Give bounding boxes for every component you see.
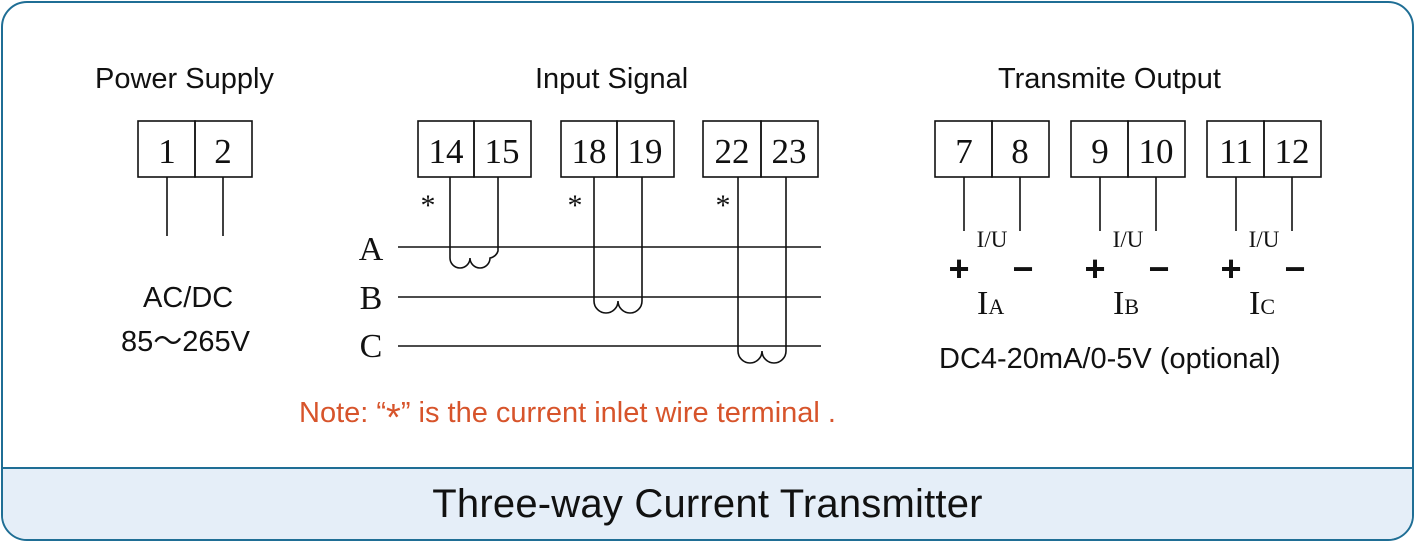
ct-loop-a: [449, 177, 499, 269]
terminal-label: 19: [628, 132, 663, 171]
terminal-label: 15: [485, 132, 520, 171]
minus-sign: −: [1012, 248, 1033, 289]
phase-label-b: B: [360, 280, 383, 317]
power-voltage-text: 85～265V: [121, 326, 250, 358]
plus-sign: +: [948, 248, 969, 289]
terminal-box-23: [760, 120, 819, 178]
inlet-mark: *: [716, 189, 731, 222]
io-label: I/U: [1113, 227, 1144, 252]
note-asterisk: *: [386, 397, 401, 439]
output-spec-text: DC4-20mA/0-5V (optional): [939, 343, 1281, 375]
terminal-label: 18: [572, 132, 607, 171]
note-text: Note: “*” is the current inlet wire term…: [299, 397, 836, 439]
io-label: I/U: [977, 227, 1008, 252]
terminal-label: 1: [158, 132, 176, 171]
terminal-label: 11: [1219, 132, 1253, 171]
ct-loop-c: [737, 177, 787, 364]
plus-sign: +: [1220, 248, 1241, 289]
inlet-mark: *: [568, 189, 583, 222]
transmit-output-title: Transmite Output: [998, 63, 1221, 95]
footer-bar: Three-way Current Transmitter: [3, 467, 1412, 539]
plus-sign: +: [1084, 248, 1105, 289]
minus-sign: −: [1284, 248, 1305, 289]
terminal-label: 12: [1275, 132, 1310, 171]
terminal-label: 7: [955, 132, 973, 171]
inlet-mark: *: [421, 189, 436, 222]
footer-title: Three-way Current Transmitter: [432, 481, 983, 526]
phase-label-a: A: [359, 231, 384, 268]
power-type-text: AC/DC: [143, 282, 234, 314]
channel-label-c: IC: [1249, 285, 1275, 322]
input-signal-title: Input Signal: [535, 63, 689, 95]
wiring-diagram: 1 2 14 15 18 19 22 23 7 8 9 10 11 12 * *…: [137, 120, 1322, 365]
terminal-label: 10: [1139, 132, 1174, 171]
minus-sign: −: [1148, 248, 1169, 289]
phase-label-c: C: [360, 328, 383, 365]
terminal-label: 22: [715, 132, 750, 171]
terminal-label: 8: [1011, 132, 1029, 171]
terminal-label: 9: [1091, 132, 1109, 171]
terminal-label: 14: [429, 132, 464, 171]
ct-loop-b: [593, 177, 643, 314]
channel-label-a: IA: [977, 285, 1004, 322]
power-supply-title: Power Supply: [95, 63, 274, 95]
channel-label-b: IB: [1113, 285, 1139, 322]
terminal-box-19: [616, 120, 675, 178]
terminal-box-15: [473, 120, 532, 178]
terminal-label: 23: [772, 132, 807, 171]
terminal-label: 2: [214, 132, 232, 171]
io-label: I/U: [1249, 227, 1280, 252]
